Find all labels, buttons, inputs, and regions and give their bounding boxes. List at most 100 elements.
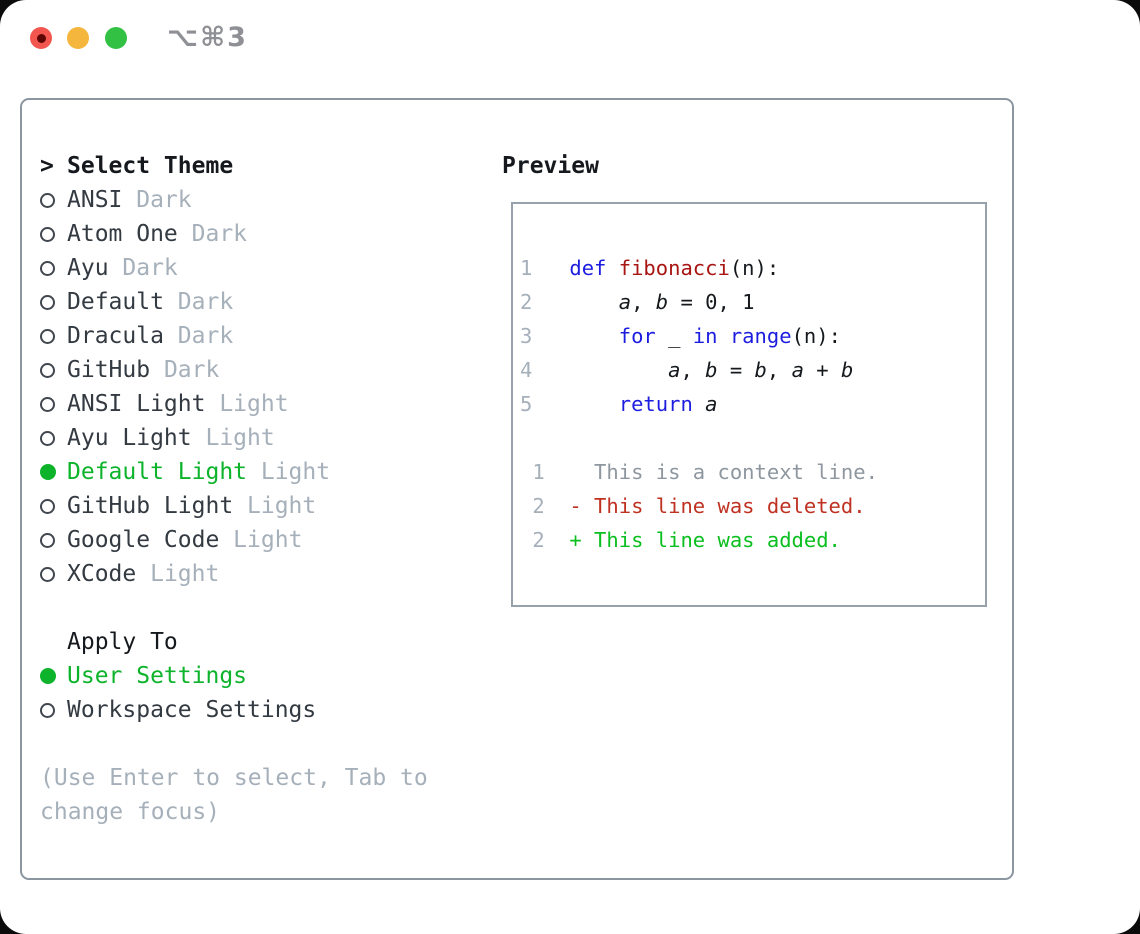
code-segment: a (705, 392, 718, 416)
code-segment: - This line was deleted. (569, 494, 866, 518)
code-segment: , (631, 290, 656, 314)
code-segment: a (791, 358, 804, 382)
preview-line: 2 a, b = 0, 1 (520, 285, 878, 319)
code-segment: def (569, 256, 619, 280)
radio-icon (40, 328, 55, 344)
minimize-button[interactable] (67, 27, 89, 49)
radio-icon (40, 362, 55, 378)
code-segment (718, 324, 730, 348)
preview-line (520, 421, 878, 455)
spacer (40, 591, 482, 625)
maximize-button[interactable] (105, 27, 127, 49)
theme-variant: Dark (108, 255, 178, 281)
code-segment: a (618, 290, 632, 314)
preview-line: 4 a, b = b, a + b (520, 353, 878, 387)
theme-option-dracula[interactable]: Dracula Dark (40, 319, 482, 353)
theme-label: ANSI (67, 187, 123, 213)
theme-label: GitHub Light (67, 493, 234, 519)
theme-variant: Dark (163, 323, 234, 349)
theme-option-default-light[interactable]: Default Light Light (40, 455, 482, 489)
theme-label: Default (67, 289, 164, 315)
code-segment: , (680, 358, 706, 382)
close-button[interactable] (30, 27, 52, 49)
preview-line: 1 This is a context line. (520, 455, 878, 489)
theme-variant: Dark (122, 187, 192, 213)
radio-icon (40, 430, 55, 446)
code-segment: b (754, 358, 767, 382)
line-number: 2 (520, 494, 570, 518)
code-segment (569, 358, 668, 382)
theme-option-github[interactable]: GitHub Dark (40, 353, 482, 387)
radio-icon (40, 260, 55, 276)
radio-slot (40, 362, 67, 378)
radio-selected-icon (40, 668, 56, 684)
theme-option-ansi[interactable]: ANSI Dark (40, 183, 482, 217)
line-number: 2 (520, 528, 570, 552)
line-number: 3 (520, 324, 570, 348)
theme-label: ANSI Light (67, 391, 206, 417)
apply-option-user-settings[interactable]: User Settings (40, 659, 482, 693)
line-number: 1 (520, 256, 570, 280)
line-number: 4 (520, 358, 570, 382)
theme-variant: Light (219, 527, 303, 553)
theme-label: XCode (67, 561, 137, 587)
code-segment (569, 392, 618, 416)
theme-variant: Light (205, 391, 289, 417)
theme-label: Google Code (67, 527, 220, 553)
code-segment (569, 290, 618, 314)
radio-icon (40, 566, 55, 582)
code-segment: This is a context line. (569, 460, 878, 484)
theme-option-atom-one[interactable]: Atom One Dark (40, 217, 482, 251)
code-segment: , (766, 358, 792, 382)
radio-icon (40, 532, 55, 548)
radio-slot (40, 192, 67, 208)
radio-slot (40, 464, 67, 480)
apply-option-workspace-settings[interactable]: Workspace Settings (40, 693, 482, 727)
code-segment: b (840, 358, 854, 382)
theme-variant: Light (136, 561, 220, 587)
window-title: ⌥⌘3 (167, 21, 248, 53)
radio-slot (40, 532, 67, 548)
radio-slot (40, 226, 67, 242)
line-number: 2 (520, 290, 570, 314)
radio-icon (40, 192, 55, 208)
theme-list-title: Select Theme (67, 153, 234, 179)
radio-selected-icon (40, 464, 56, 480)
radio-slot (40, 294, 67, 310)
radio-icon (40, 294, 55, 310)
theme-list-header-row: > Select Theme (40, 149, 482, 183)
theme-option-ansi-light[interactable]: ANSI Light Light (40, 387, 482, 421)
theme-label: Default Light (67, 459, 248, 485)
code-segment (569, 324, 618, 348)
radio-icon (40, 396, 55, 412)
theme-variant: Dark (163, 289, 234, 315)
theme-variant: Dark (177, 221, 248, 247)
apply-to-title: Apply To (67, 629, 178, 655)
code-segment: (n): (791, 324, 841, 348)
theme-option-xcode[interactable]: XCode Light (40, 557, 482, 591)
code-segment: in (692, 324, 718, 348)
theme-option-ayu[interactable]: Ayu Dark (40, 251, 482, 285)
code-segment: + This line was added. (569, 528, 841, 552)
cursor-slot: > (40, 153, 67, 179)
theme-label: GitHub (67, 357, 151, 383)
theme-option-default[interactable]: Default Dark (40, 285, 482, 319)
radio-slot (40, 498, 67, 514)
code-segment: (n): (729, 256, 780, 280)
cursor-indicator: > (40, 153, 54, 179)
theme-option-github-light[interactable]: GitHub Light Light (40, 489, 482, 523)
code-segment: = 0, 1 (668, 290, 755, 314)
theme-option-google-code[interactable]: Google Code Light (40, 523, 482, 557)
radio-slot (40, 430, 67, 446)
radio-slot (40, 566, 67, 582)
hint-text: (Use Enter to select, Tab to change focu… (40, 765, 428, 825)
code-segment: fibonacci (618, 256, 730, 280)
theme-option-ayu-light[interactable]: Ayu Light Light (40, 421, 482, 455)
preview-line: 5 return a (520, 387, 878, 421)
preview-line: 3 for _ in range(n): (520, 319, 878, 353)
code-segment: _ (655, 324, 693, 348)
